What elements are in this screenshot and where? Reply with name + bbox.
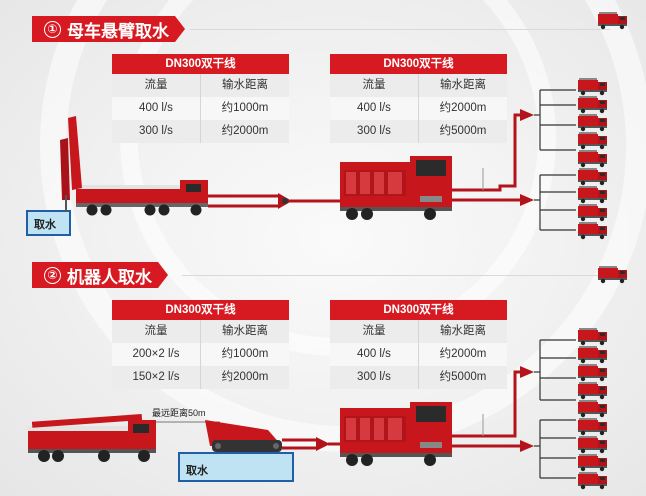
header-distance: 输水距离 xyxy=(418,74,507,97)
cell-flow: 400 l/s xyxy=(357,348,391,360)
table-row: 400 l/s 约2000m xyxy=(330,343,507,366)
hose-connector-icon xyxy=(316,437,330,451)
table-row: 300 l/s 约5000m xyxy=(330,120,507,143)
section-1-number: ① xyxy=(44,21,61,38)
header-flow: 流量 xyxy=(362,325,386,337)
cell-flow: 150×2 l/s xyxy=(132,371,180,383)
fire-truck-icon xyxy=(598,12,627,30)
distribution-lines xyxy=(534,339,576,479)
table-title: DN300双干线 xyxy=(112,54,289,74)
cell-distance: 约5000m xyxy=(418,120,507,143)
fire-truck-icon xyxy=(598,266,627,284)
header-distance: 输水距离 xyxy=(200,320,289,343)
water-label: 取水 xyxy=(34,219,56,231)
s2-water-pool: 取水 xyxy=(178,452,294,482)
cell-flow: 300 l/s xyxy=(139,125,173,137)
table-header-row: 流量 输水距离 xyxy=(112,320,289,343)
section-1-title: 母车悬臂取水 xyxy=(67,21,169,41)
section-1-divider xyxy=(190,29,610,30)
carrier-truck-icon xyxy=(28,414,156,462)
robot-distance-annotation: 最远距离50m xyxy=(152,408,206,418)
s1-table-2: DN300双干线 流量 输水距离 400 l/s 约2000m 300 l/s … xyxy=(330,54,507,143)
cell-flow: 300 l/s xyxy=(357,371,391,383)
cell-flow: 400 l/s xyxy=(357,102,391,114)
table-header-row: 流量 输水距离 xyxy=(330,74,507,97)
fire-truck-icon xyxy=(578,78,607,240)
hose-connector-icon xyxy=(520,109,534,206)
cell-distance: 约2000m xyxy=(200,120,289,143)
cell-distance: 约5000m xyxy=(418,366,507,389)
section-2-divider xyxy=(182,275,612,276)
robot-icon xyxy=(156,420,282,452)
section-2-header: ② 机器人取水 xyxy=(32,262,168,288)
table-row: 300 l/s 约5000m xyxy=(330,366,507,389)
pump-truck-icon xyxy=(340,402,452,466)
table-row: 400 l/s 约2000m xyxy=(330,97,507,120)
crane-truck-icon xyxy=(60,116,208,216)
section-1-header: ① 母车悬臂取水 xyxy=(32,16,185,42)
pump-truck-icon xyxy=(340,156,452,220)
table-header-row: 流量 输水距离 xyxy=(112,74,289,97)
table-title: DN300双干线 xyxy=(330,54,507,74)
section-2-title: 机器人取水 xyxy=(67,267,152,287)
cell-flow: 300 l/s xyxy=(357,125,391,137)
header-flow: 流量 xyxy=(144,325,168,337)
hose-connector-icon xyxy=(520,366,534,452)
s2-table-2: DN300双干线 流量 输水距离 400 l/s 约2000m 300 l/s … xyxy=(330,300,507,389)
table-row: 400 l/s 约1000m xyxy=(112,97,289,120)
cell-flow: 400 l/s xyxy=(139,102,173,114)
cell-flow: 200×2 l/s xyxy=(132,348,180,360)
cell-distance: 约1000m xyxy=(200,343,289,366)
cell-distance: 约2000m xyxy=(418,97,507,120)
s1-table-1: DN300双干线 流量 输水距离 400 l/s 约1000m 300 l/s … xyxy=(112,54,289,143)
header-flow: 流量 xyxy=(362,79,386,91)
table-row: 300 l/s 约2000m xyxy=(112,120,289,143)
header-distance: 输水距离 xyxy=(418,320,507,343)
table-row: 200×2 l/s 约1000m xyxy=(112,343,289,366)
header-flow: 流量 xyxy=(144,79,168,91)
s1-water-pool: 取水 xyxy=(26,210,71,236)
s2-table-1: DN300双干线 流量 输水距离 200×2 l/s 约1000m 150×2 … xyxy=(112,300,289,389)
table-row: 150×2 l/s 约2000m xyxy=(112,366,289,389)
table-title: DN300双干线 xyxy=(112,300,289,320)
cell-distance: 约1000m xyxy=(200,97,289,120)
table-header-row: 流量 输水距离 xyxy=(330,320,507,343)
cell-distance: 约2000m xyxy=(200,366,289,389)
hose-connector-icon xyxy=(278,193,292,209)
header-distance: 输水距离 xyxy=(200,74,289,97)
fire-truck-icon xyxy=(578,328,607,490)
water-label: 取水 xyxy=(186,465,208,477)
distribution-lines xyxy=(534,89,576,231)
table-title: DN300双干线 xyxy=(330,300,507,320)
section-2-number: ② xyxy=(44,267,61,284)
cell-distance: 约2000m xyxy=(418,343,507,366)
